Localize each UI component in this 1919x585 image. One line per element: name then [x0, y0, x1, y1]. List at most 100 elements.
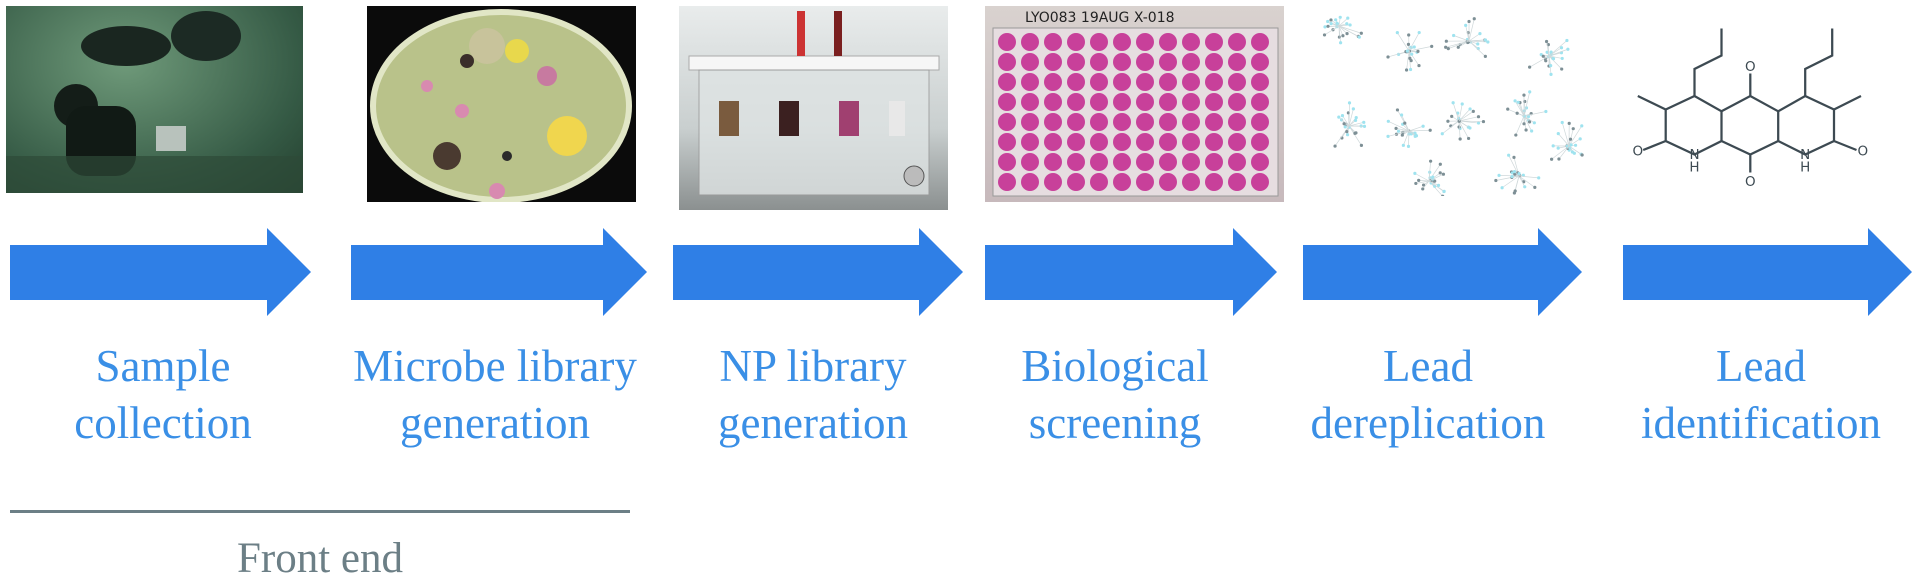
- well: [1113, 133, 1131, 151]
- network-node: [1578, 137, 1582, 141]
- sample-collection-photo: [6, 6, 303, 193]
- network-node: [1322, 33, 1327, 37]
- network-node: [1560, 56, 1564, 61]
- network-node: [1556, 132, 1560, 136]
- network-node: [1483, 54, 1487, 59]
- well: [1182, 173, 1200, 191]
- network-node: [1478, 32, 1482, 36]
- network-node: [1396, 129, 1401, 133]
- network-node: [1395, 108, 1400, 112]
- network-node: [1329, 18, 1333, 22]
- network-node: [1386, 134, 1390, 138]
- network-node: [1438, 171, 1442, 175]
- well: [1113, 153, 1131, 171]
- network-node: [1516, 100, 1520, 104]
- network-node: [1560, 120, 1564, 125]
- network-node: [1353, 118, 1358, 123]
- network-node: [1326, 24, 1330, 28]
- well: [1228, 93, 1246, 111]
- well: [998, 33, 1016, 51]
- network-node: [1362, 120, 1366, 124]
- network-node: [1530, 129, 1534, 133]
- network-node: [1417, 178, 1421, 182]
- network-node: [1343, 125, 1347, 129]
- network-node: [1442, 189, 1446, 194]
- network-node: [1460, 102, 1464, 106]
- well: [1205, 173, 1223, 191]
- microbe-library-photo: [367, 6, 636, 202]
- network-node: [1544, 109, 1548, 114]
- well: [1228, 53, 1246, 71]
- network-node: [1476, 115, 1481, 119]
- well: [1113, 33, 1131, 51]
- network-node: [1357, 35, 1361, 39]
- network-node: [1570, 150, 1575, 154]
- well: [1044, 93, 1062, 111]
- process-arrow: [1623, 228, 1912, 316]
- network-node: [1416, 49, 1420, 53]
- network-node: [1549, 50, 1553, 54]
- network-node: [1513, 189, 1517, 193]
- well: [1159, 133, 1177, 151]
- well: [1021, 93, 1039, 111]
- well: [1251, 173, 1269, 191]
- network-node: [1409, 132, 1413, 136]
- network-node: [1458, 137, 1462, 141]
- network-node: [1468, 126, 1472, 130]
- network-node: [1528, 65, 1532, 69]
- oxygen-label: O: [1857, 143, 1868, 159]
- well: [1067, 33, 1085, 51]
- network-node: [1413, 171, 1417, 175]
- network-node: [1522, 93, 1526, 97]
- network-node: [1526, 114, 1531, 119]
- well: [1113, 93, 1131, 111]
- well: [1159, 53, 1177, 71]
- network-node: [1406, 144, 1411, 148]
- network-node: [1444, 39, 1448, 43]
- network-node: [1456, 45, 1460, 49]
- well: [1251, 33, 1269, 51]
- molecular-network: [1309, 6, 1590, 196]
- network-node: [1359, 31, 1363, 35]
- network-node: [1323, 25, 1327, 29]
- network-node: [1512, 155, 1516, 159]
- network-node: [1476, 121, 1481, 125]
- well: [1090, 93, 1108, 111]
- network-node: [1346, 16, 1350, 20]
- network-node: [1417, 63, 1421, 68]
- process-arrow: [1303, 228, 1582, 316]
- network-node: [1421, 183, 1426, 187]
- network-node: [1500, 186, 1504, 190]
- well: [1251, 153, 1269, 171]
- network-node: [1580, 124, 1584, 128]
- network-node: [1559, 46, 1564, 50]
- network-node: [1326, 19, 1330, 24]
- well: [1136, 33, 1154, 51]
- network-node: [1348, 23, 1352, 27]
- network-node: [1413, 134, 1417, 138]
- well: [1182, 93, 1200, 111]
- network-node: [1506, 107, 1510, 111]
- network-node: [1400, 133, 1404, 137]
- well: [1113, 113, 1131, 131]
- well: [1113, 173, 1131, 191]
- well: [1228, 73, 1246, 91]
- network-node: [1557, 157, 1561, 161]
- network-node: [1446, 119, 1450, 123]
- front-end-label: Front end: [236, 535, 404, 582]
- well: [1136, 93, 1154, 111]
- network-node: [1405, 49, 1410, 53]
- well: [1044, 113, 1062, 131]
- network-node: [1347, 101, 1352, 105]
- well: [1067, 173, 1085, 191]
- network-node: [1467, 19, 1471, 24]
- network-node: [1483, 38, 1488, 42]
- well: [1228, 133, 1246, 151]
- well: [1067, 93, 1085, 111]
- network-node: [1560, 67, 1564, 71]
- well: [1205, 113, 1223, 131]
- network-node: [1513, 99, 1517, 103]
